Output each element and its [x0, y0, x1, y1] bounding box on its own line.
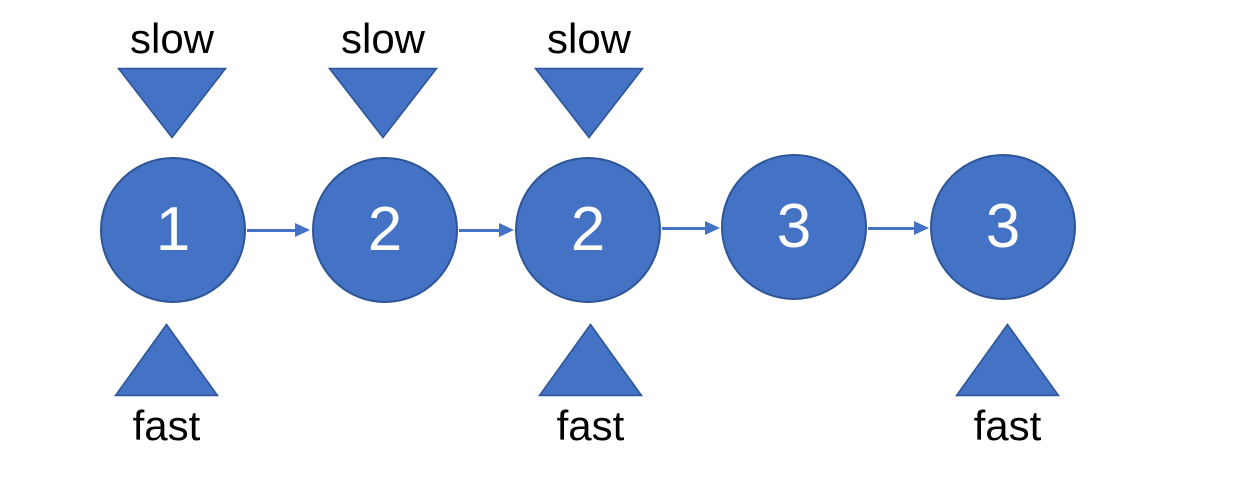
list-node-3: 2 [515, 157, 661, 303]
arrowhead-icon [914, 221, 929, 235]
node-value: 1 [155, 195, 191, 264]
fast-pointer-up-triangle-icon [114, 323, 219, 397]
fast-pointer-marker-2: fast [538, 323, 643, 451]
slow-pointer-marker-1: slow [117, 14, 227, 139]
list-node-1: 1 [100, 157, 246, 303]
arrow-line [247, 228, 298, 232]
arrowhead-icon [705, 221, 720, 235]
arrowhead-icon [295, 223, 310, 237]
slow-pointer-label: slow [340, 15, 426, 62]
fast-pointer-up-triangle-icon [538, 323, 643, 397]
node-value: 3 [985, 192, 1021, 261]
fast-pointer-up-triangle-icon [955, 323, 1060, 397]
slow-pointer-down-triangle-icon [534, 67, 644, 139]
arrow-line [662, 226, 708, 230]
fast-pointer-label: fast [973, 402, 1042, 449]
arrow-line [868, 226, 917, 230]
slow-pointer-down-triangle-icon [117, 67, 227, 139]
slow-pointer-label: slow [129, 15, 215, 62]
fast-pointer-label: fast [556, 402, 625, 449]
list-node-2: 2 [312, 157, 458, 303]
fast-pointer-marker-1: fast [114, 323, 219, 451]
node-value: 3 [776, 192, 812, 261]
node-value: 2 [570, 195, 606, 264]
arrowhead-icon [499, 223, 514, 237]
slow-pointer-marker-3: slow [534, 14, 644, 139]
slow-pointer-marker-2: slow [328, 14, 438, 139]
arrow-line [459, 228, 502, 232]
node-value: 2 [367, 195, 403, 264]
list-node-5: 3 [930, 154, 1076, 300]
slow-pointer-label: slow [546, 15, 632, 62]
slow-pointer-down-triangle-icon [328, 67, 438, 139]
fast-pointer-label: fast [132, 402, 201, 449]
fast-pointer-marker-3: fast [955, 323, 1060, 451]
list-node-4: 3 [721, 154, 867, 300]
